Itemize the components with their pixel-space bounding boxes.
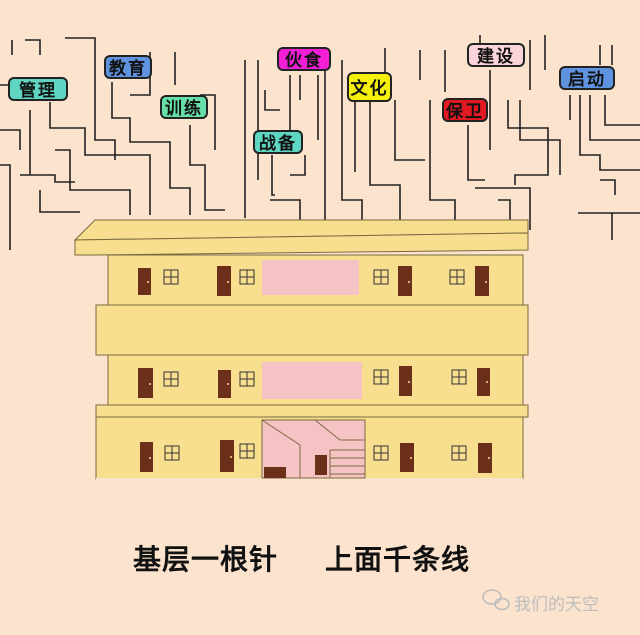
caption-right: 上面千条线 xyxy=(325,543,471,576)
band-2 xyxy=(95,404,529,418)
caption-left: 基层一根针 xyxy=(133,543,279,576)
wechat-icon xyxy=(482,589,510,611)
roof-front xyxy=(74,232,529,256)
label-huoshi: 伙食 xyxy=(277,47,331,71)
watermark-text: 我们的天空 xyxy=(478,590,599,615)
wires xyxy=(0,35,640,250)
windows xyxy=(163,269,467,461)
door-knobs xyxy=(147,281,490,459)
band-1 xyxy=(95,304,529,356)
stair-base xyxy=(264,467,286,478)
label-zhanbei: 战备 xyxy=(253,130,303,154)
pink-panel-3 xyxy=(262,260,359,295)
label-qidong: 启动 xyxy=(559,66,615,90)
doors xyxy=(138,266,492,475)
label-jiaoyu: 教育 xyxy=(104,55,152,79)
label-weisheng: 保卫 xyxy=(442,98,488,122)
label-wenhua: 文化 xyxy=(347,72,392,102)
label-xunlian: 训练 xyxy=(160,95,208,119)
label-guanli: 管理 xyxy=(8,77,68,101)
pink-panel-2 xyxy=(262,362,362,399)
stairs xyxy=(261,419,365,478)
ground-strip xyxy=(96,478,523,484)
label-jianshe: 建设 xyxy=(467,43,525,67)
watermark-label: 我们的天空 xyxy=(514,595,599,615)
building xyxy=(73,219,529,484)
